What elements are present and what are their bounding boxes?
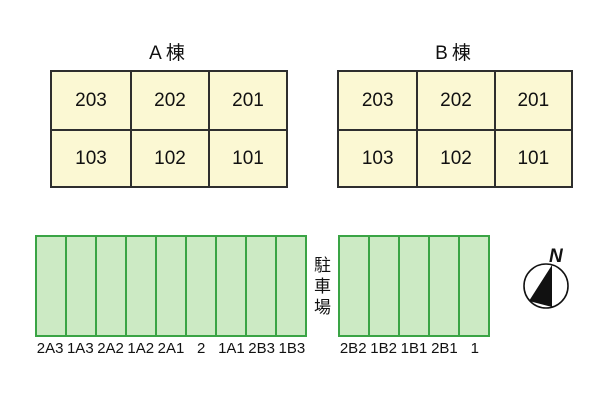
parking-area-label: 駐車場: [311, 256, 330, 319]
room-cell: 102: [130, 129, 208, 186]
room-cell: 203: [75, 89, 107, 111]
building-b-title: B棟: [435, 43, 475, 64]
parking-stall: [428, 237, 458, 335]
parking-labels-left: 2A3 1A3 2A2 1A2 2A1 2 1A1 2B3 1B3: [35, 340, 307, 357]
parking-stall: [185, 237, 215, 335]
parking-stall-label: 1B2: [370, 340, 397, 357]
room-cell: 203: [361, 89, 394, 111]
parking-stall: [245, 237, 275, 335]
parking-stall-label: 1A3: [66, 340, 94, 357]
building-a-room-grid: 203 202 201 103 102 101: [50, 70, 288, 188]
parking-stall: [125, 237, 155, 335]
parking-stall-label: 1B1: [400, 340, 428, 357]
parking-stall: [215, 237, 245, 335]
parking-block-left: [35, 235, 307, 337]
compass-north-label: N: [549, 246, 564, 267]
compass-icon: N: [523, 246, 569, 309]
parking-block-right: [338, 235, 490, 337]
parking-stall-label: 1A1: [218, 340, 245, 357]
room-cell: 202: [416, 72, 493, 129]
parking-stall: [95, 237, 125, 335]
parking-stall-label: 2B3: [248, 340, 275, 357]
parking-stall-label: 2B1: [431, 340, 458, 357]
parking-stall: [458, 237, 488, 335]
room-cell: 103: [339, 129, 417, 186]
room-cell: 201: [208, 72, 286, 129]
parking-stall: [368, 237, 398, 335]
parking-stall: [275, 237, 305, 335]
parking-stall: [37, 237, 65, 335]
parking-stall-label: 2B2: [339, 340, 367, 357]
building-a-title: A棟: [149, 43, 189, 64]
room-cell: 102: [416, 129, 494, 186]
room-cell: 101: [208, 129, 286, 186]
room-cell: 202: [130, 72, 208, 129]
parking-stall-label: 1: [470, 340, 479, 357]
parking-stall: [65, 237, 95, 335]
parking-labels-right: 2B2 1B2 1B1 2B1 1: [338, 340, 490, 357]
room-cell: 101: [493, 129, 571, 186]
room-cell: 201: [493, 72, 571, 129]
compass-circle: [523, 263, 569, 309]
building-b-room-grid: 203 202 201 103 102 101: [337, 70, 573, 188]
parking-stall-label: 2A2: [97, 340, 124, 357]
building-b: B棟 203 202 201 103 102 101: [337, 42, 573, 188]
parking-stall: [340, 237, 368, 335]
parking-stall-label: 1A2: [127, 340, 155, 357]
parking-stall: [155, 237, 185, 335]
compass-needle: [529, 265, 552, 307]
parking-stall-label: 2A3: [36, 340, 64, 357]
building-a: A棟 203 202 201 103 102 101: [50, 42, 288, 188]
parking-stall: [398, 237, 428, 335]
parking-stall-label: 1B3: [278, 340, 306, 357]
parking-stall-label: 2: [197, 340, 206, 357]
room-cell: 103: [52, 129, 130, 186]
parking-stall-label: 2A1: [157, 340, 185, 357]
